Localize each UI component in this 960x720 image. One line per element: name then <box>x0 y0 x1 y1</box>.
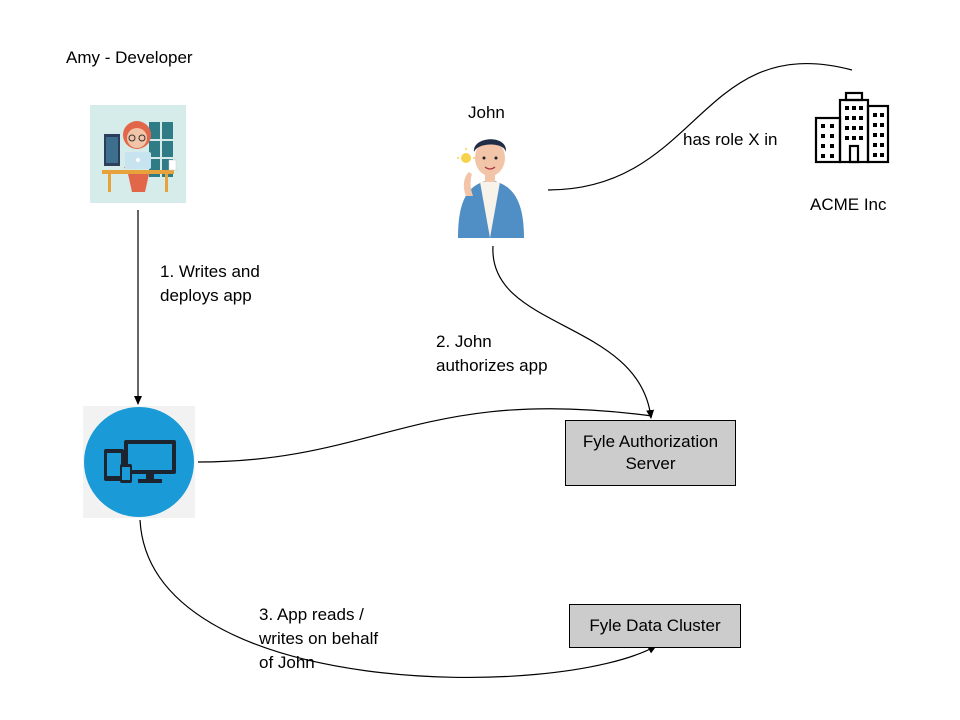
data-cluster-label: Fyle Data Cluster <box>589 616 721 635</box>
devices-icon <box>83 406 195 518</box>
edge-has-role <box>547 63 853 191</box>
user-illustration <box>457 139 524 238</box>
building-icon <box>814 91 890 164</box>
developer-illustration <box>90 105 186 203</box>
auth-server-node: Fyle Authorization Server <box>565 420 736 486</box>
has-role-label: has role X in <box>683 130 778 149</box>
authorizes-label: 2. John authorizes app <box>436 332 548 375</box>
auth-server-label: Fyle Authorization Server <box>582 432 719 473</box>
edge-authorizes <box>492 245 655 419</box>
reads-writes-label: 3. App reads / writes on behalf of John <box>259 605 379 672</box>
developer-label: Amy - Developer <box>66 48 193 67</box>
edge-app-to-auth <box>197 408 653 463</box>
user-label: John <box>468 103 505 122</box>
edge-reads-writes <box>139 519 657 678</box>
writes-deploys-label: 1. Writes and deploys app <box>160 262 260 305</box>
data-cluster-node: Fyle Data Cluster <box>569 604 741 648</box>
organization-label: ACME Inc <box>810 195 887 214</box>
